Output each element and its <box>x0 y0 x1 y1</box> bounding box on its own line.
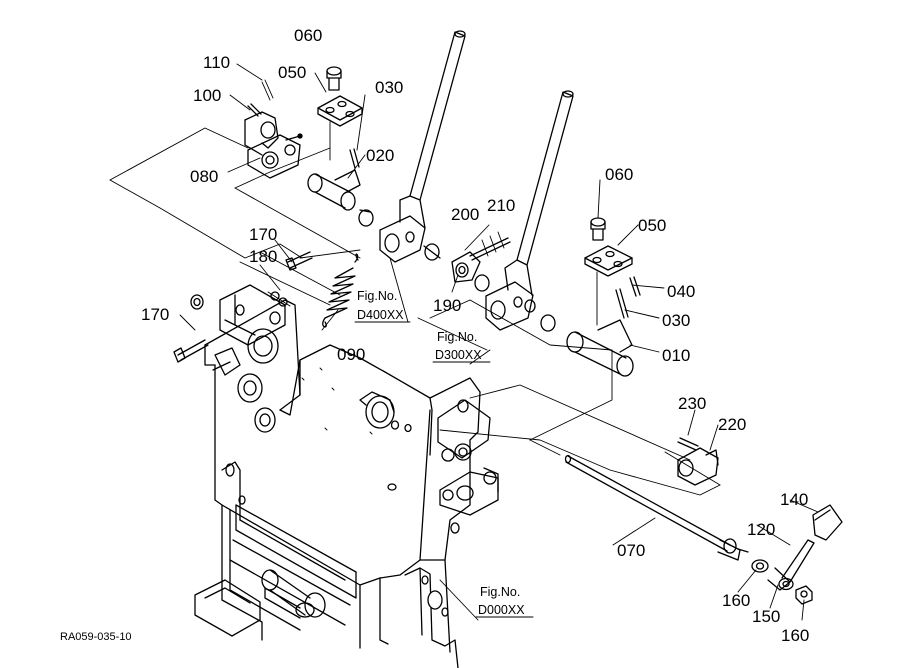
fig-ref-d300-label: Fig.No. <box>437 330 477 344</box>
label-030-top: 030 <box>375 78 403 97</box>
label-230: 230 <box>678 394 706 413</box>
nut-160-lower <box>795 585 813 605</box>
label-030-right: 030 <box>662 311 690 330</box>
fig-ref-d300-number: D300XX <box>435 348 482 362</box>
label-020: 020 <box>366 146 394 165</box>
main-frame <box>190 284 499 668</box>
fig-ref-d000-number: D000XX <box>478 603 525 617</box>
nut-160-upper <box>751 559 769 573</box>
part-labels: 060 110 050 100 030 020 080 200 210 060 … <box>141 26 809 645</box>
label-160-upper: 160 <box>722 591 750 610</box>
label-080: 080 <box>190 167 218 186</box>
bracket-220 <box>677 437 719 486</box>
label-110: 110 <box>203 53 230 72</box>
label-120: 120 <box>747 520 775 539</box>
label-200: 200 <box>451 205 479 224</box>
spring-090 <box>322 253 359 328</box>
arm-190 <box>451 231 511 283</box>
label-070: 070 <box>617 541 645 560</box>
washer-150 <box>778 577 794 591</box>
label-170-lower: 170 <box>141 305 169 324</box>
lever-left <box>358 30 466 263</box>
label-060-top: 060 <box>294 26 322 45</box>
lower-shaft-010 <box>566 217 641 377</box>
figure-refs: Fig.No. D400XX Fig.No. D300XX Fig.No. D0… <box>354 289 534 618</box>
label-190: 190 <box>433 296 461 315</box>
lever-right <box>474 90 574 332</box>
bolt-170-lower <box>173 339 209 363</box>
drawing-code: RA059-035-10 <box>60 631 132 643</box>
label-050-top: 050 <box>278 63 306 82</box>
upper-left-bracket-assembly <box>244 79 303 179</box>
bolts-180 <box>267 291 291 307</box>
label-090: 090 <box>337 345 365 364</box>
label-040: 040 <box>667 282 695 301</box>
label-170-upper: 170 <box>249 225 277 244</box>
label-220: 220 <box>718 415 746 434</box>
fig-ref-d000-label: Fig.No. <box>480 585 520 599</box>
label-060-right: 060 <box>605 165 633 184</box>
label-050-right: 050 <box>638 216 666 235</box>
fig-ref-d400-number: D400XX <box>357 308 404 322</box>
label-010: 010 <box>662 346 690 365</box>
handle-140 <box>812 504 843 541</box>
bolt-170-upper <box>285 251 313 271</box>
rod-070 <box>564 454 749 561</box>
label-100: 100 <box>193 86 221 105</box>
label-210: 210 <box>487 196 515 215</box>
fig-ref-d400-label: Fig.No. <box>357 289 397 303</box>
upper-shaft-020 <box>307 66 363 211</box>
label-160-lower: 160 <box>781 626 809 645</box>
label-150: 150 <box>752 607 780 626</box>
label-140: 140 <box>780 490 808 509</box>
label-180: 180 <box>249 247 277 266</box>
lever-120 <box>767 539 815 591</box>
